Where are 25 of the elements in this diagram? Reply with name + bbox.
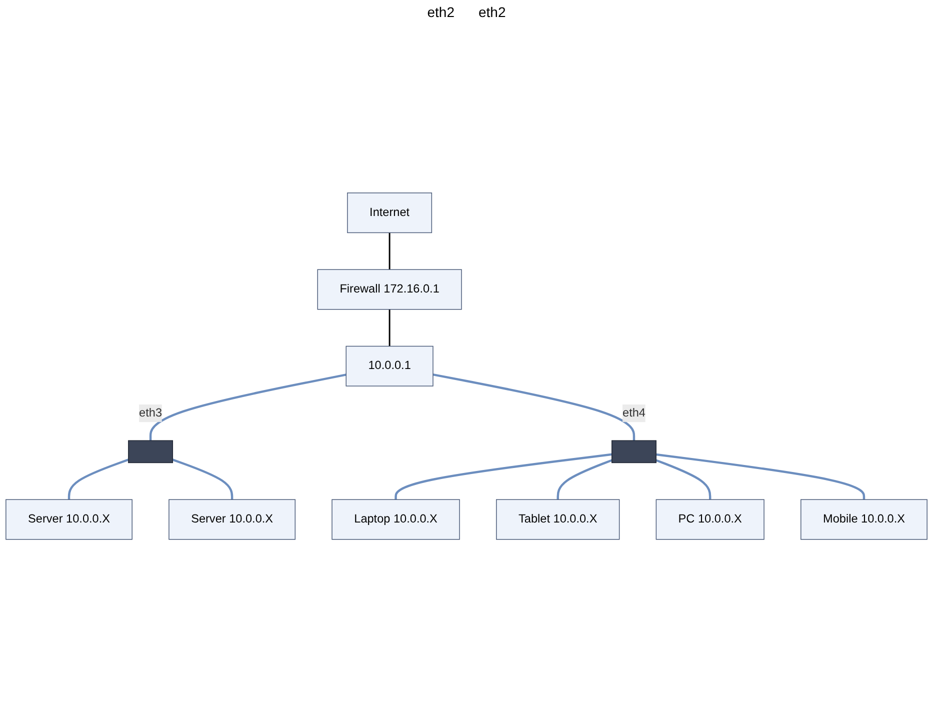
node-box: PC 10.0.0.X: [656, 500, 764, 540]
node-box: Laptop 10.0.0.X: [332, 500, 460, 540]
connector: [656, 454, 866, 500]
connector: [656, 460, 712, 500]
port-label: eth2: [478, 4, 506, 20]
connector: [68, 458, 129, 500]
connector: [388, 310, 390, 347]
connector: [172, 458, 234, 500]
node-box: Tablet 10.0.0.X: [496, 500, 620, 540]
connector: [388, 233, 390, 270]
node-box: Server 10.0.0.X: [168, 500, 296, 540]
connector: [556, 460, 612, 500]
connector: [432, 374, 636, 441]
node-box: [128, 440, 174, 464]
port-label: eth2: [427, 4, 454, 20]
node-box: 10.0.0.1: [346, 346, 434, 387]
connector: [394, 454, 612, 500]
node-box: Internet: [347, 192, 432, 234]
connector: [149, 374, 346, 441]
node-box: [612, 440, 656, 464]
node-box: Firewall 172.16.0.1: [317, 270, 462, 310]
node-box: Server 10.0.0.X: [6, 500, 132, 540]
edge-label: eth4: [622, 407, 646, 420]
node-box: Mobile 10.0.0.X: [800, 500, 928, 540]
edge-label: eth3: [139, 407, 162, 420]
